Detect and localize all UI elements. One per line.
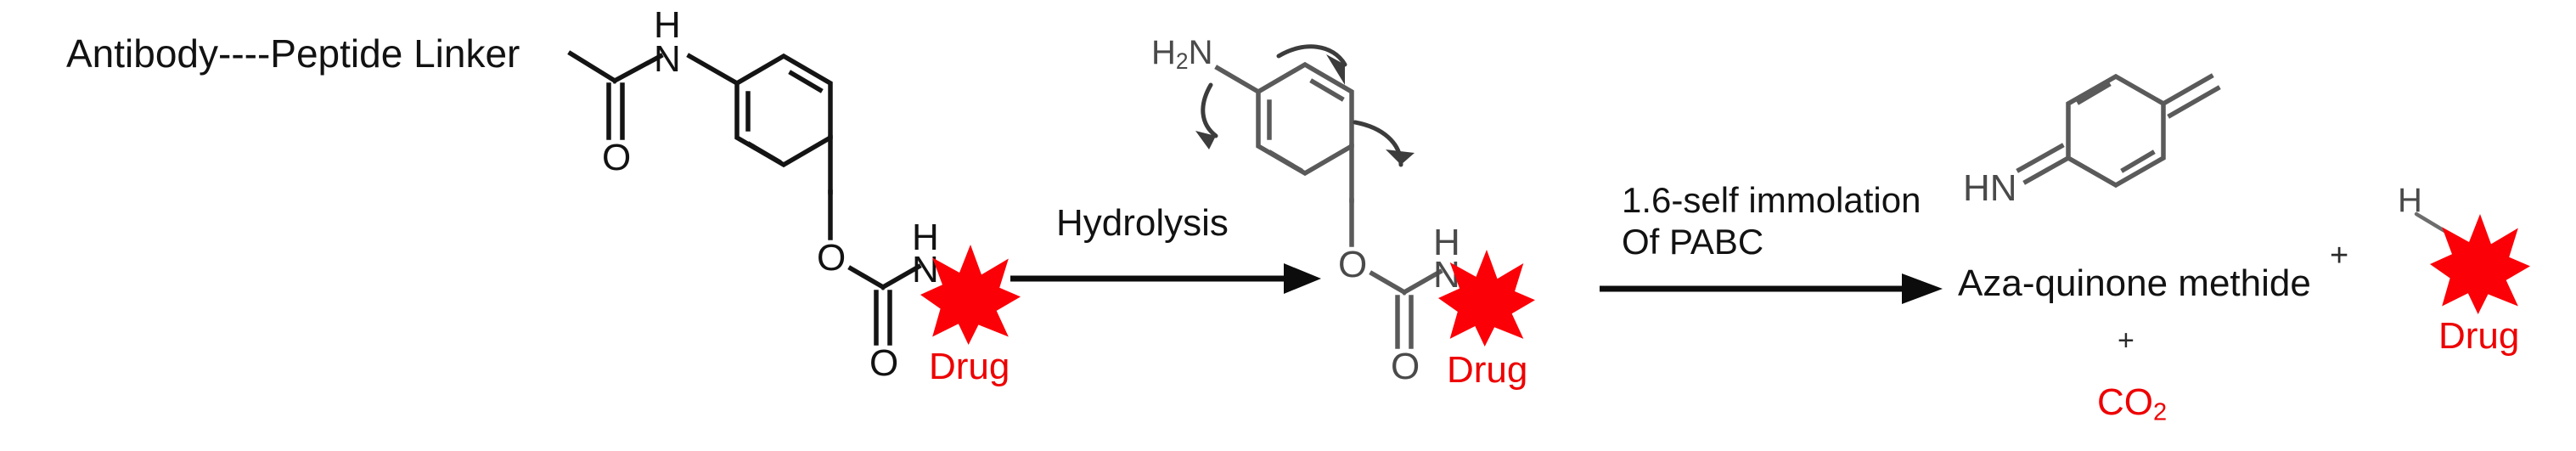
drug-star-icon-2: [1438, 250, 1535, 347]
plus-sign-drug: +: [2330, 238, 2349, 273]
amine-n-label: N: [1188, 34, 1213, 71]
carbamate-carbonyl-oxygen-label: O: [869, 342, 899, 384]
aza-quinone-methide-bonds: [2016, 73, 2221, 189]
structure-1-bonds: [567, 50, 988, 346]
drug-label-1: Drug: [929, 346, 1010, 387]
carbon-dioxide-label: CO2: [2097, 384, 2167, 425]
amine-h-subscript: 2: [1175, 48, 1189, 74]
hydrolysis-label: Hydrolysis: [1056, 202, 1229, 244]
drug-star-icon: [920, 245, 1021, 345]
immolation-label-line1: 1.6-self immolation: [1622, 180, 1921, 220]
carbamate-carbonyl-oxygen-label-2: O: [1391, 346, 1420, 387]
antibody-peptide-linker-label: Antibody----Peptide Linker: [66, 31, 520, 76]
amine-group-label: H2N: [1151, 36, 1212, 72]
carbamate-nitrogen-label: N: [912, 249, 939, 290]
aza-quinone-methide-label: Aza-quinone methide: [1958, 262, 2311, 304]
amide-carbonyl-oxygen-label: O: [602, 137, 632, 178]
imine-hn-label: HN: [1963, 167, 2017, 209]
drug-label-3: Drug: [2438, 315, 2520, 357]
amide-nitrogen-label: N: [654, 38, 681, 80]
reaction-arrow-2: [1600, 273, 1943, 304]
benzyl-ester-oxygen-label-2: O: [1338, 244, 1368, 285]
amine-h-label: H: [1151, 34, 1176, 71]
carbamate-nh-hydrogen-label: H: [912, 217, 939, 258]
carbamate-nh-hydrogen-label-2: H: [1433, 222, 1460, 263]
plus-sign-co2: +: [2118, 324, 2134, 357]
benzyl-ester-oxygen-label: O: [817, 237, 846, 279]
immolation-label-line2: Of PABC: [1622, 222, 1764, 262]
drug-star-icon-3: [2430, 214, 2530, 314]
drug-label-2: Drug: [1447, 349, 1528, 391]
amide-nh-hydrogen-label: H: [654, 4, 681, 46]
co2-subscript: 2: [2153, 398, 2168, 426]
released-drug-hydrogen-label: H: [2398, 182, 2422, 219]
reaction-arrow-1: [1010, 263, 1321, 294]
co2-formula: CO: [2097, 381, 2153, 423]
